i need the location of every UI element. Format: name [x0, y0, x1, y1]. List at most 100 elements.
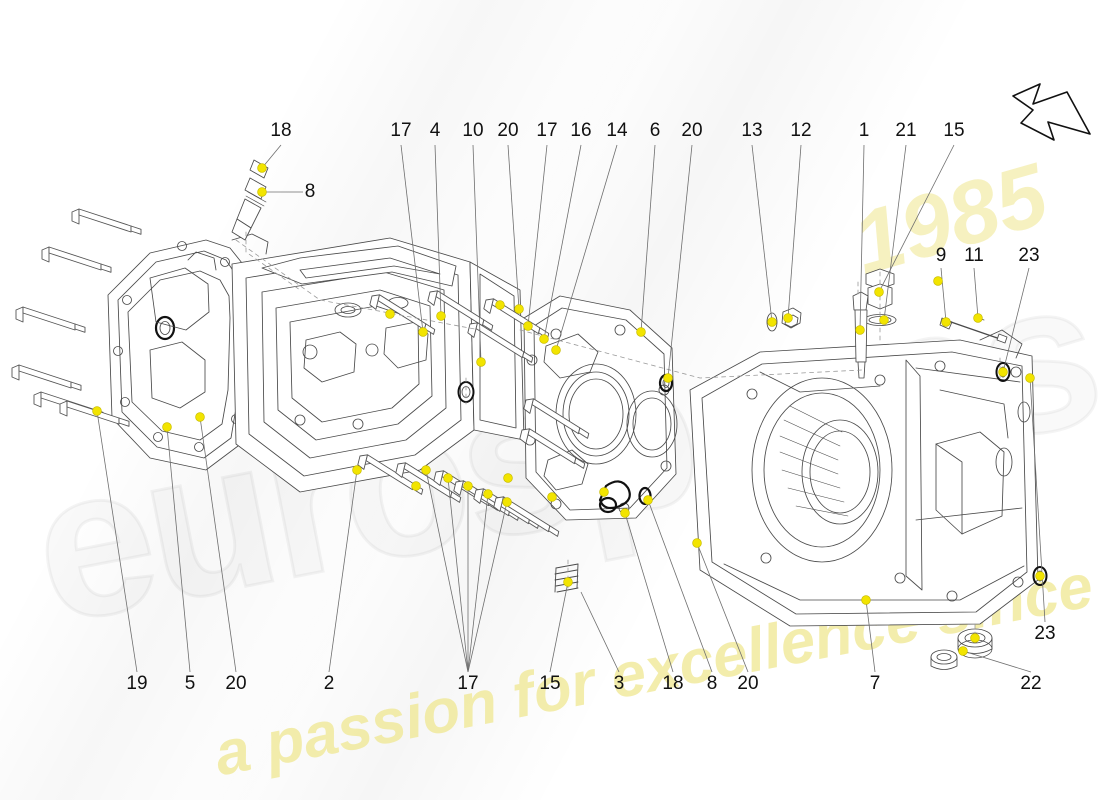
attachment-point-marker — [861, 595, 871, 605]
attachment-point-marker — [503, 473, 513, 483]
callout-number-17[interactable]: 17 — [536, 120, 558, 141]
callout-number-20[interactable]: 20 — [737, 673, 759, 694]
attachment-point-marker — [257, 187, 267, 197]
attachment-point-marker — [998, 367, 1008, 377]
leader-line — [624, 512, 674, 673]
leader-line — [527, 144, 548, 327]
callout-number-23[interactable]: 23 — [1018, 245, 1040, 266]
sensor-switch-assembly — [231, 159, 269, 241]
callout-number-22[interactable]: 22 — [1020, 673, 1042, 694]
callout-number-10[interactable]: 10 — [462, 120, 484, 141]
callout-number-19[interactable]: 19 — [126, 673, 148, 694]
callout-number-6[interactable]: 6 — [649, 120, 661, 141]
attachment-point-marker — [547, 492, 557, 502]
leader-line — [973, 267, 979, 319]
leader-line — [472, 144, 482, 363]
callout-number-1[interactable]: 1 — [858, 120, 870, 141]
leader-line — [1002, 267, 1030, 373]
attachment-point-marker — [663, 373, 673, 383]
callout-number-23[interactable]: 23 — [1034, 623, 1056, 644]
callout-number-17[interactable]: 17 — [457, 673, 479, 694]
leader-line — [696, 542, 749, 673]
leader-line — [328, 469, 358, 673]
attachment-point-marker — [352, 465, 362, 475]
leader-line — [467, 501, 508, 673]
callout-number-11[interactable]: 11 — [964, 245, 984, 266]
attachment-point-marker — [855, 325, 865, 335]
leader-line — [962, 650, 1032, 673]
rear-bell-housing — [689, 329, 1048, 627]
leader-line — [580, 591, 620, 673]
attachment-point-marker — [476, 357, 486, 367]
front-gearbox-housing — [107, 233, 303, 471]
attachment-point-marker — [162, 422, 172, 432]
leader-line — [543, 144, 582, 340]
leader-line — [859, 144, 865, 331]
attachment-point-marker — [195, 412, 205, 422]
callout-number-15[interactable]: 15 — [943, 120, 965, 141]
attachment-point-marker — [783, 313, 793, 323]
callout-number-17[interactable]: 17 — [390, 120, 412, 141]
callout-number-8[interactable]: 8 — [706, 673, 718, 694]
attachment-point-marker — [418, 327, 428, 337]
leader-line — [96, 410, 138, 673]
attachment-point-marker — [874, 287, 884, 297]
attachment-point-marker — [385, 309, 395, 319]
callout-number-7[interactable]: 7 — [869, 673, 881, 694]
attachment-point-marker — [551, 345, 561, 355]
attachment-point-marker — [599, 487, 609, 497]
leader-line — [865, 599, 876, 673]
leader-line — [549, 581, 569, 673]
main-gearbox-case — [231, 237, 525, 493]
callout-number-4[interactable]: 4 — [429, 120, 441, 141]
leader-line — [199, 416, 237, 673]
leader-line — [261, 144, 282, 169]
callout-number-15[interactable]: 15 — [539, 673, 561, 694]
callout-number-13[interactable]: 13 — [741, 120, 763, 141]
attachment-point-marker — [92, 406, 102, 416]
leader-line — [400, 144, 424, 333]
leader-line — [667, 144, 693, 379]
attachment-point-marker — [933, 276, 943, 286]
callout-number-20[interactable]: 20 — [497, 120, 519, 141]
callout-number-9[interactable]: 9 — [935, 245, 947, 266]
attachment-point-marker — [879, 315, 889, 325]
attachment-point-marker — [483, 489, 493, 499]
leader-line — [940, 267, 947, 323]
attachment-point-marker — [514, 304, 524, 314]
callout-number-5[interactable]: 5 — [184, 673, 196, 694]
attachment-point-marker — [958, 646, 968, 656]
callout-number-18[interactable]: 18 — [662, 673, 684, 694]
leader-line — [507, 144, 520, 310]
callout-number-14[interactable]: 14 — [606, 120, 628, 141]
callout-number-20[interactable]: 20 — [681, 120, 703, 141]
leader-line — [425, 469, 469, 673]
callout-number-3[interactable]: 3 — [613, 673, 625, 694]
callout-number-2[interactable]: 2 — [323, 673, 335, 694]
attachment-point-marker — [636, 327, 646, 337]
callout-number-18[interactable]: 18 — [270, 120, 292, 141]
attachment-point-marker — [692, 538, 702, 548]
leader-line — [751, 144, 773, 323]
leader-line — [640, 144, 656, 333]
callout-number-16[interactable]: 16 — [570, 120, 592, 141]
attachment-point-marker — [257, 163, 267, 173]
attachment-point-marker — [1025, 373, 1035, 383]
attachment-point-marker — [502, 497, 512, 507]
leader-line — [555, 144, 618, 351]
callout-number-20[interactable]: 20 — [225, 673, 247, 694]
attachment-point-marker — [539, 334, 549, 344]
callout-number-8[interactable]: 8 — [304, 181, 316, 202]
leader-line — [647, 499, 713, 673]
spring-washer-stack — [554, 563, 579, 593]
attachment-point-marker — [495, 300, 505, 310]
callout-number-21[interactable]: 21 — [895, 120, 917, 141]
leader-line — [787, 144, 802, 319]
attachment-point-marker — [620, 508, 630, 518]
bushing-pair — [930, 628, 993, 670]
attachment-point-marker — [436, 311, 446, 321]
callout-number-12[interactable]: 12 — [790, 120, 812, 141]
attachment-point-marker — [1035, 571, 1045, 581]
